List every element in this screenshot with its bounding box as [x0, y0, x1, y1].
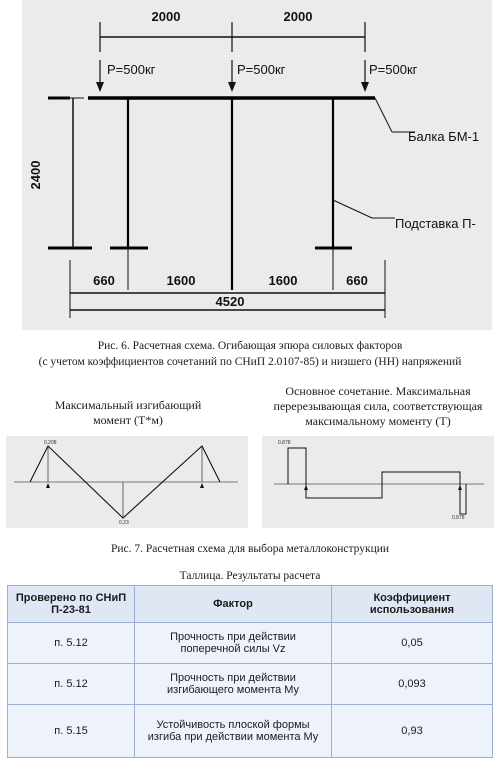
load-label-3: P=500кг — [369, 62, 418, 77]
table-row: п. 5.12 Прочность при действии изгибающе… — [7, 663, 493, 705]
dim-top-1: 2000 — [152, 9, 181, 24]
fig6-caption-line2: (с учетом коэффициентов сочетаний по СНи… — [38, 356, 462, 368]
table-cell: Устойчивость плоской формы изгиба при де… — [134, 704, 332, 758]
fig7-caption: Рис. 7. Расчетная схема для выбора метал… — [110, 543, 390, 555]
dim-total: 4520 — [216, 294, 245, 309]
load-label-2: P=500кг — [237, 62, 286, 77]
moment-label-min: 0.23 — [119, 520, 129, 526]
table-cell: Прочность при действии поперечной силы V… — [134, 622, 332, 664]
results-table: Проверено по СНиП П-23-81 Фактор Коэффиц… — [7, 585, 493, 758]
moment-label-max: 0.208 — [44, 440, 57, 446]
moment-diagram: 0.208 0.23 — [14, 440, 238, 526]
fig6-diagram: 2000 2000 P=500кг P=500кг P=500кг 2400 Б… — [28, 9, 479, 318]
label-beam: Балка БМ-1 — [408, 129, 479, 144]
shear-label-bottom: 0.878 — [452, 515, 465, 521]
fig7-right-title-3: максимальному моменту (Т) — [305, 414, 451, 428]
table-header-cell: Коэффициент использования — [331, 585, 493, 623]
table-cell: п. 5.12 — [7, 622, 135, 664]
dim-bottom-3: 1600 — [269, 273, 298, 288]
shear-label-top: 0.878 — [278, 440, 291, 446]
dim-bottom-2: 1600 — [167, 273, 196, 288]
fig6-caption-line1: Рис. 6. Расчетная схема. Огибающая эпюра… — [97, 340, 403, 352]
table-header-cell: Проверено по СНиП П-23-81 — [7, 585, 135, 623]
table-cell: п. 5.15 — [7, 704, 135, 758]
fig7-right-title: Основное сочетание. Максимальная перерез… — [258, 384, 498, 429]
table-row: п. 5.15 Устойчивость плоской формы изгиб… — [7, 704, 493, 758]
dim-side: 2400 — [28, 161, 43, 190]
dim-bottom-4: 660 — [346, 273, 368, 288]
table-title: Таллица. Результаты расчета — [179, 570, 321, 582]
dim-bottom-1: 660 — [93, 273, 115, 288]
fig6-panel — [22, 0, 492, 330]
table-row: п. 5.12 Прочность при действии поперечно… — [7, 622, 493, 664]
fig7-left-title: Максимальный изгибающий момент (Т*м) — [8, 398, 248, 428]
shear-diagram: 0.878 0.878 — [274, 440, 484, 521]
fig7-right-panel — [262, 436, 494, 528]
dim-top-2: 2000 — [284, 9, 313, 24]
table-cell: 0,93 — [331, 704, 493, 758]
table-cell: 0,093 — [331, 663, 493, 705]
table-header-row: Проверено по СНиП П-23-81 Фактор Коэффиц… — [7, 585, 493, 623]
fig7-left-title-2: момент (Т*м) — [93, 413, 163, 427]
label-stand: Подставка П- — [395, 216, 476, 231]
table-header-cell: Фактор — [134, 585, 332, 623]
fig7-right-title-1: Основное сочетание. Максимальная — [285, 384, 471, 398]
fig7-right-title-2: перерезывающая сила, соответствующая — [273, 399, 483, 413]
load-label-1: P=500кг — [107, 62, 156, 77]
table-cell: Прочность при действии изгибающего момен… — [134, 663, 332, 705]
table-cell: 0,05 — [331, 622, 493, 664]
table-cell: п. 5.12 — [7, 663, 135, 705]
fig7-left-title-1: Максимальный изгибающий — [54, 398, 202, 412]
